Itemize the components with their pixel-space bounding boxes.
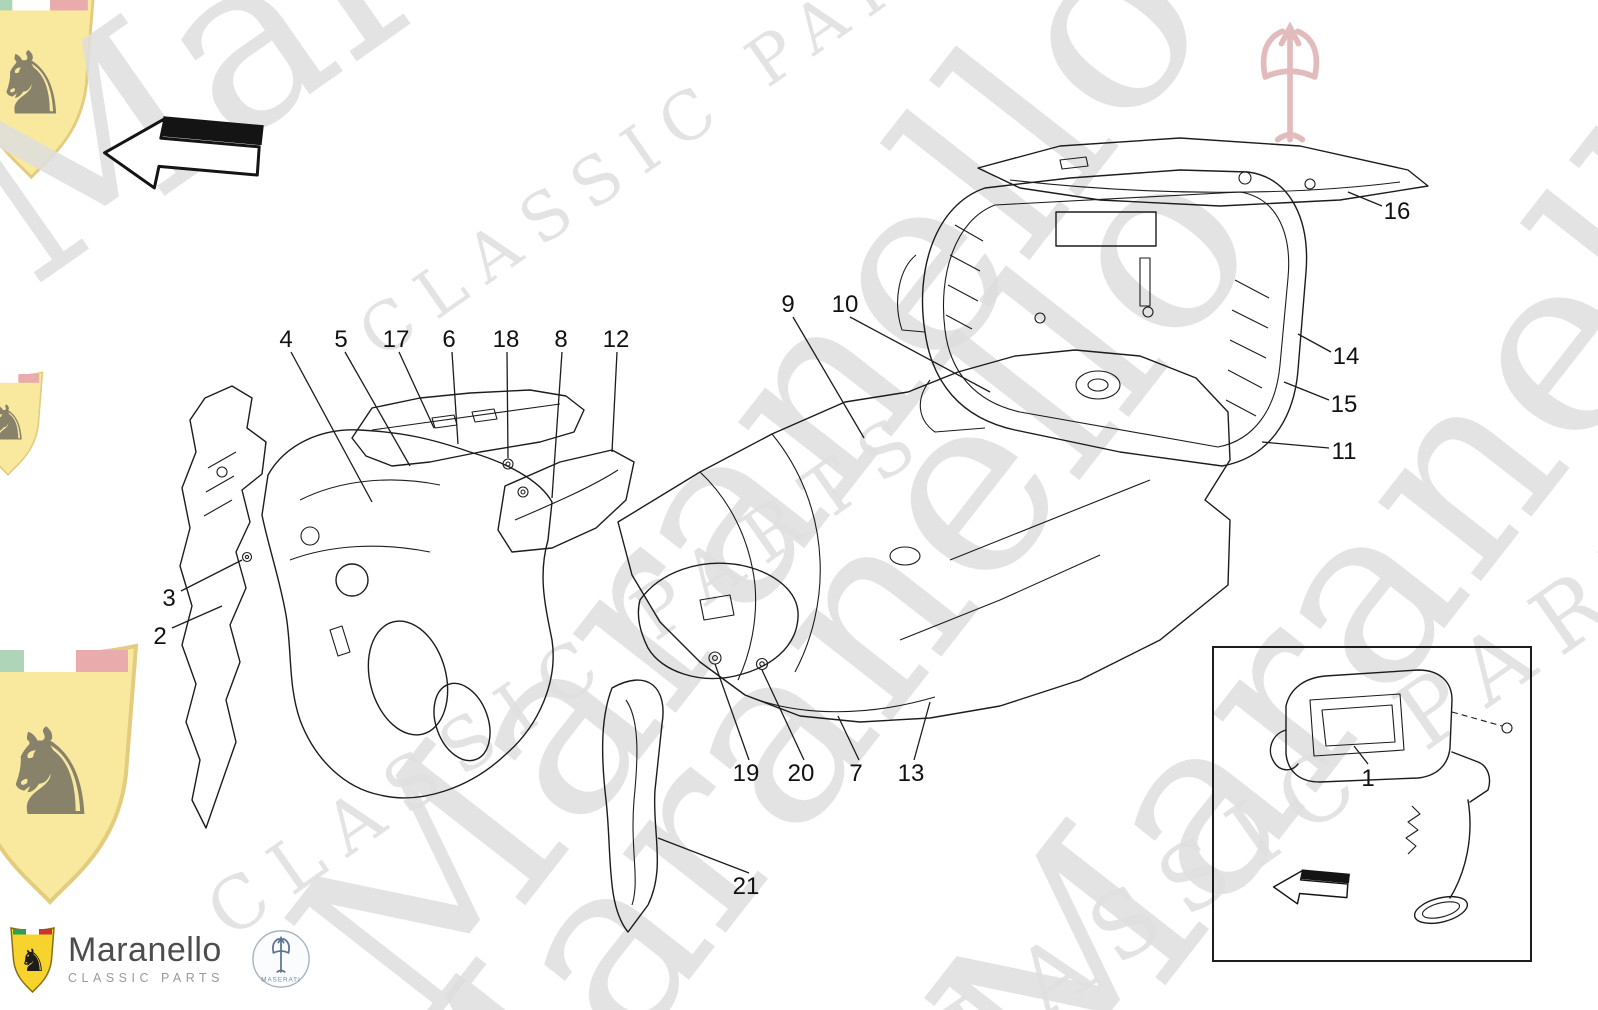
callout-8: 8 xyxy=(554,326,567,353)
logo-tagline: CLASSIC PARTS xyxy=(68,971,224,986)
callout-12: 12 xyxy=(603,326,630,353)
maranello-logo[interactable]: ♞ Maranello CLASSIC PARTS MASERATI xyxy=(10,924,312,994)
crest-watermark-middle xyxy=(0,371,44,476)
callout-13: 13 xyxy=(898,760,925,787)
callout-21: 21 xyxy=(733,873,760,900)
part-upper-dash-strip xyxy=(351,389,585,498)
leader-lines xyxy=(171,191,1383,874)
inset-box xyxy=(1212,646,1532,962)
logo-name: Maranello xyxy=(68,930,222,969)
callout-1: 1 xyxy=(1361,765,1374,792)
callout-4: 4 xyxy=(279,326,292,353)
callout-10: 10 xyxy=(832,291,859,318)
callout-18: 18 xyxy=(493,326,520,353)
callout-labels: 1 2 3 4 5 6 7 8 9 10 11 12 13 14 15 16 1… xyxy=(153,198,1410,900)
callout-17: 17 xyxy=(383,326,410,353)
part-rear-bulkhead-panel xyxy=(897,169,1308,467)
callout-5: 5 xyxy=(334,326,347,353)
part-firewall-inner-panel xyxy=(179,385,267,829)
maserati-roundel-icon: MASERATI xyxy=(252,930,310,988)
maserati-trident-watermark-icon xyxy=(1264,28,1317,140)
callout-2: 2 xyxy=(153,623,166,650)
callout-9: 9 xyxy=(781,291,794,318)
part-pedal-assembly xyxy=(1269,669,1513,925)
callout-16: 16 xyxy=(1384,198,1411,225)
callout-14: 14 xyxy=(1333,343,1360,370)
callout-11: 11 xyxy=(1332,438,1357,465)
callout-7: 7 xyxy=(849,760,862,787)
maserati-label: MASERATI xyxy=(261,976,300,983)
maranello-crest-icon: ♞ xyxy=(10,927,55,994)
part-floor-carpet xyxy=(617,349,1231,723)
callout-19: 19 xyxy=(733,760,760,787)
crest-watermark-bottom xyxy=(0,644,138,904)
callout-3: 3 xyxy=(162,585,175,612)
part-dash-insulation-panel xyxy=(261,429,554,799)
part-tunnel-side-panel xyxy=(601,679,664,933)
part-parcel-shelf xyxy=(977,137,1429,207)
svg-text:♞: ♞ xyxy=(19,943,47,979)
parts-drawing xyxy=(179,137,1429,933)
callout-20: 20 xyxy=(788,760,815,787)
part-cowl-strip xyxy=(497,449,635,553)
callout-6: 6 xyxy=(442,326,455,353)
callout-15: 15 xyxy=(1331,391,1358,418)
inset-box-border xyxy=(1212,646,1532,962)
